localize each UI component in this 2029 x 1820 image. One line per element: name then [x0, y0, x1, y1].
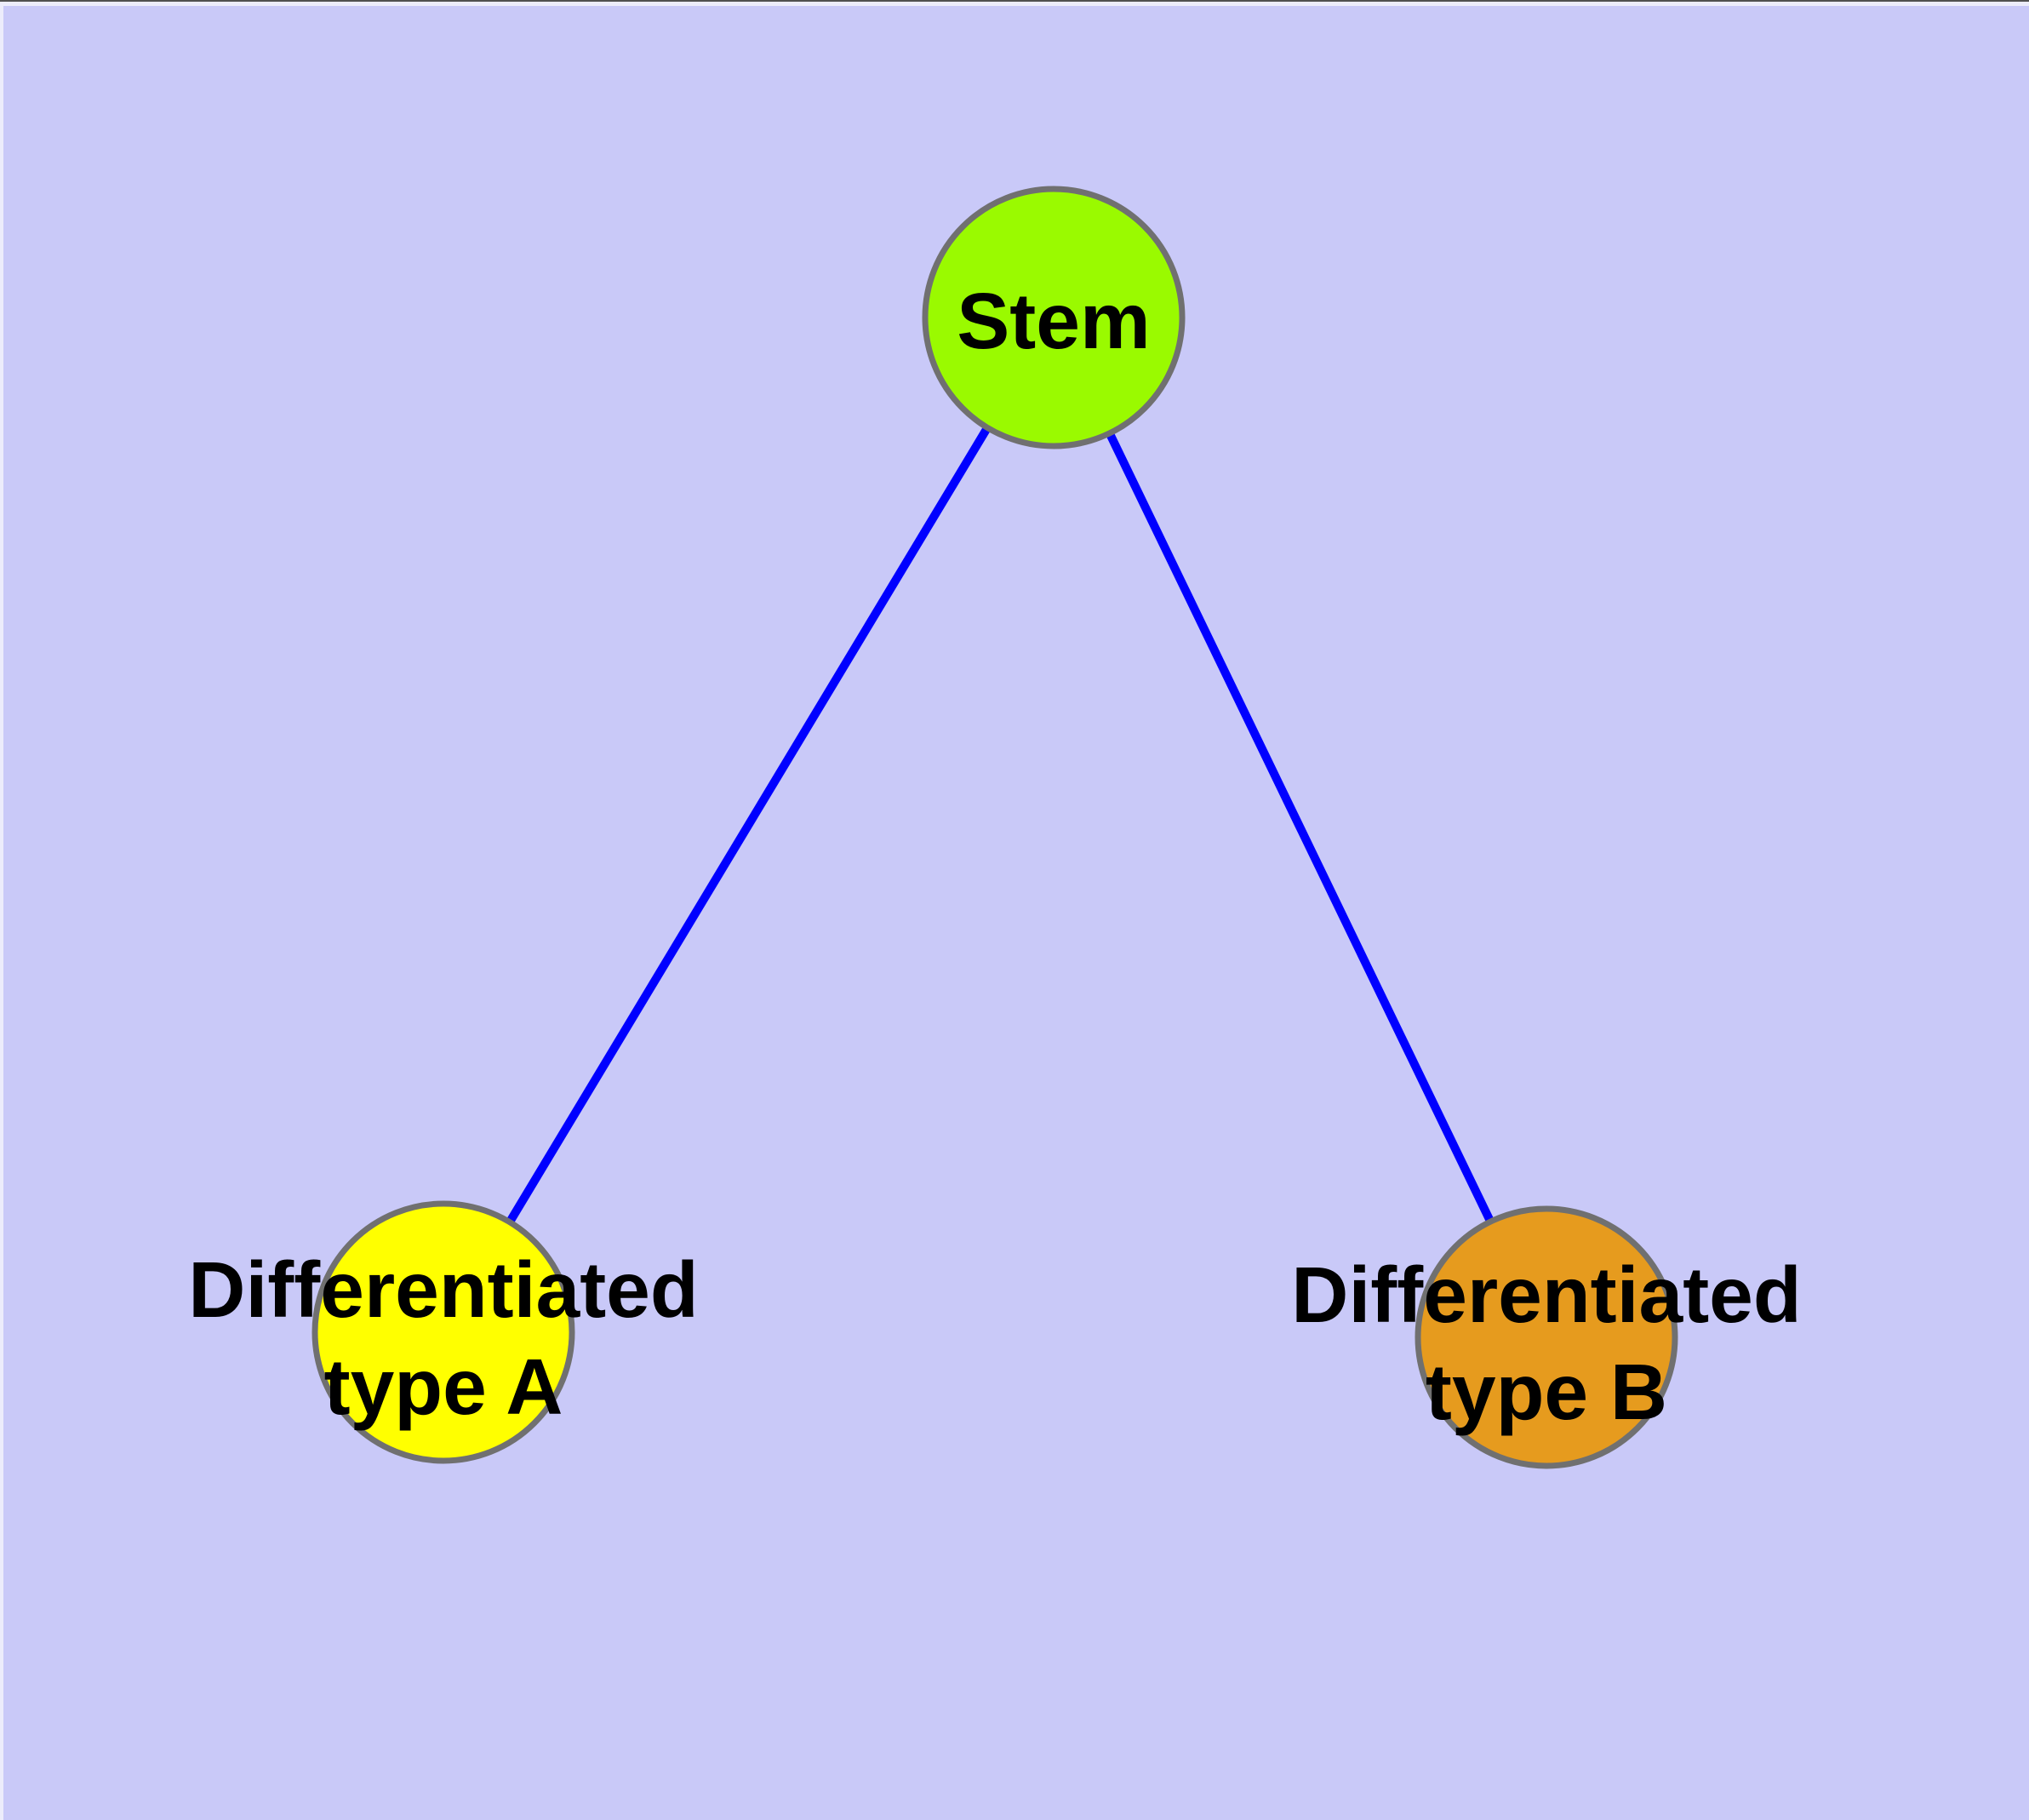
node-stem-circle [922, 186, 1186, 449]
node-differentiated-type-b-label-line1: Differentiated [1291, 1251, 1801, 1339]
node-differentiated-type-a-circle [311, 1200, 575, 1464]
edge-stem-to-type-a [439, 315, 1058, 1335]
node-differentiated-type-a-label-line2: type A [324, 1342, 563, 1431]
node-differentiated-type-b-circle [1415, 1205, 1678, 1469]
node-differentiated-type-b-label-line2: type B [1426, 1348, 1667, 1436]
node-differentiated-type-a: Differentiated type A [188, 1200, 699, 1464]
edges [439, 315, 1551, 1340]
window-left-edge-highlight [0, 2, 3, 1820]
node-differentiated-type-b: Differentiated type B [1291, 1205, 1802, 1469]
node-differentiated-type-a-label-line1: Differentiated [188, 1245, 698, 1334]
edge-stem-to-type-b [1049, 315, 1551, 1340]
window-top-edge-line [0, 0, 2029, 2]
node-stem: Stem [922, 186, 1186, 449]
node-stem-label: Stem [957, 277, 1150, 365]
window-top-edge-highlight [0, 2, 2029, 6]
